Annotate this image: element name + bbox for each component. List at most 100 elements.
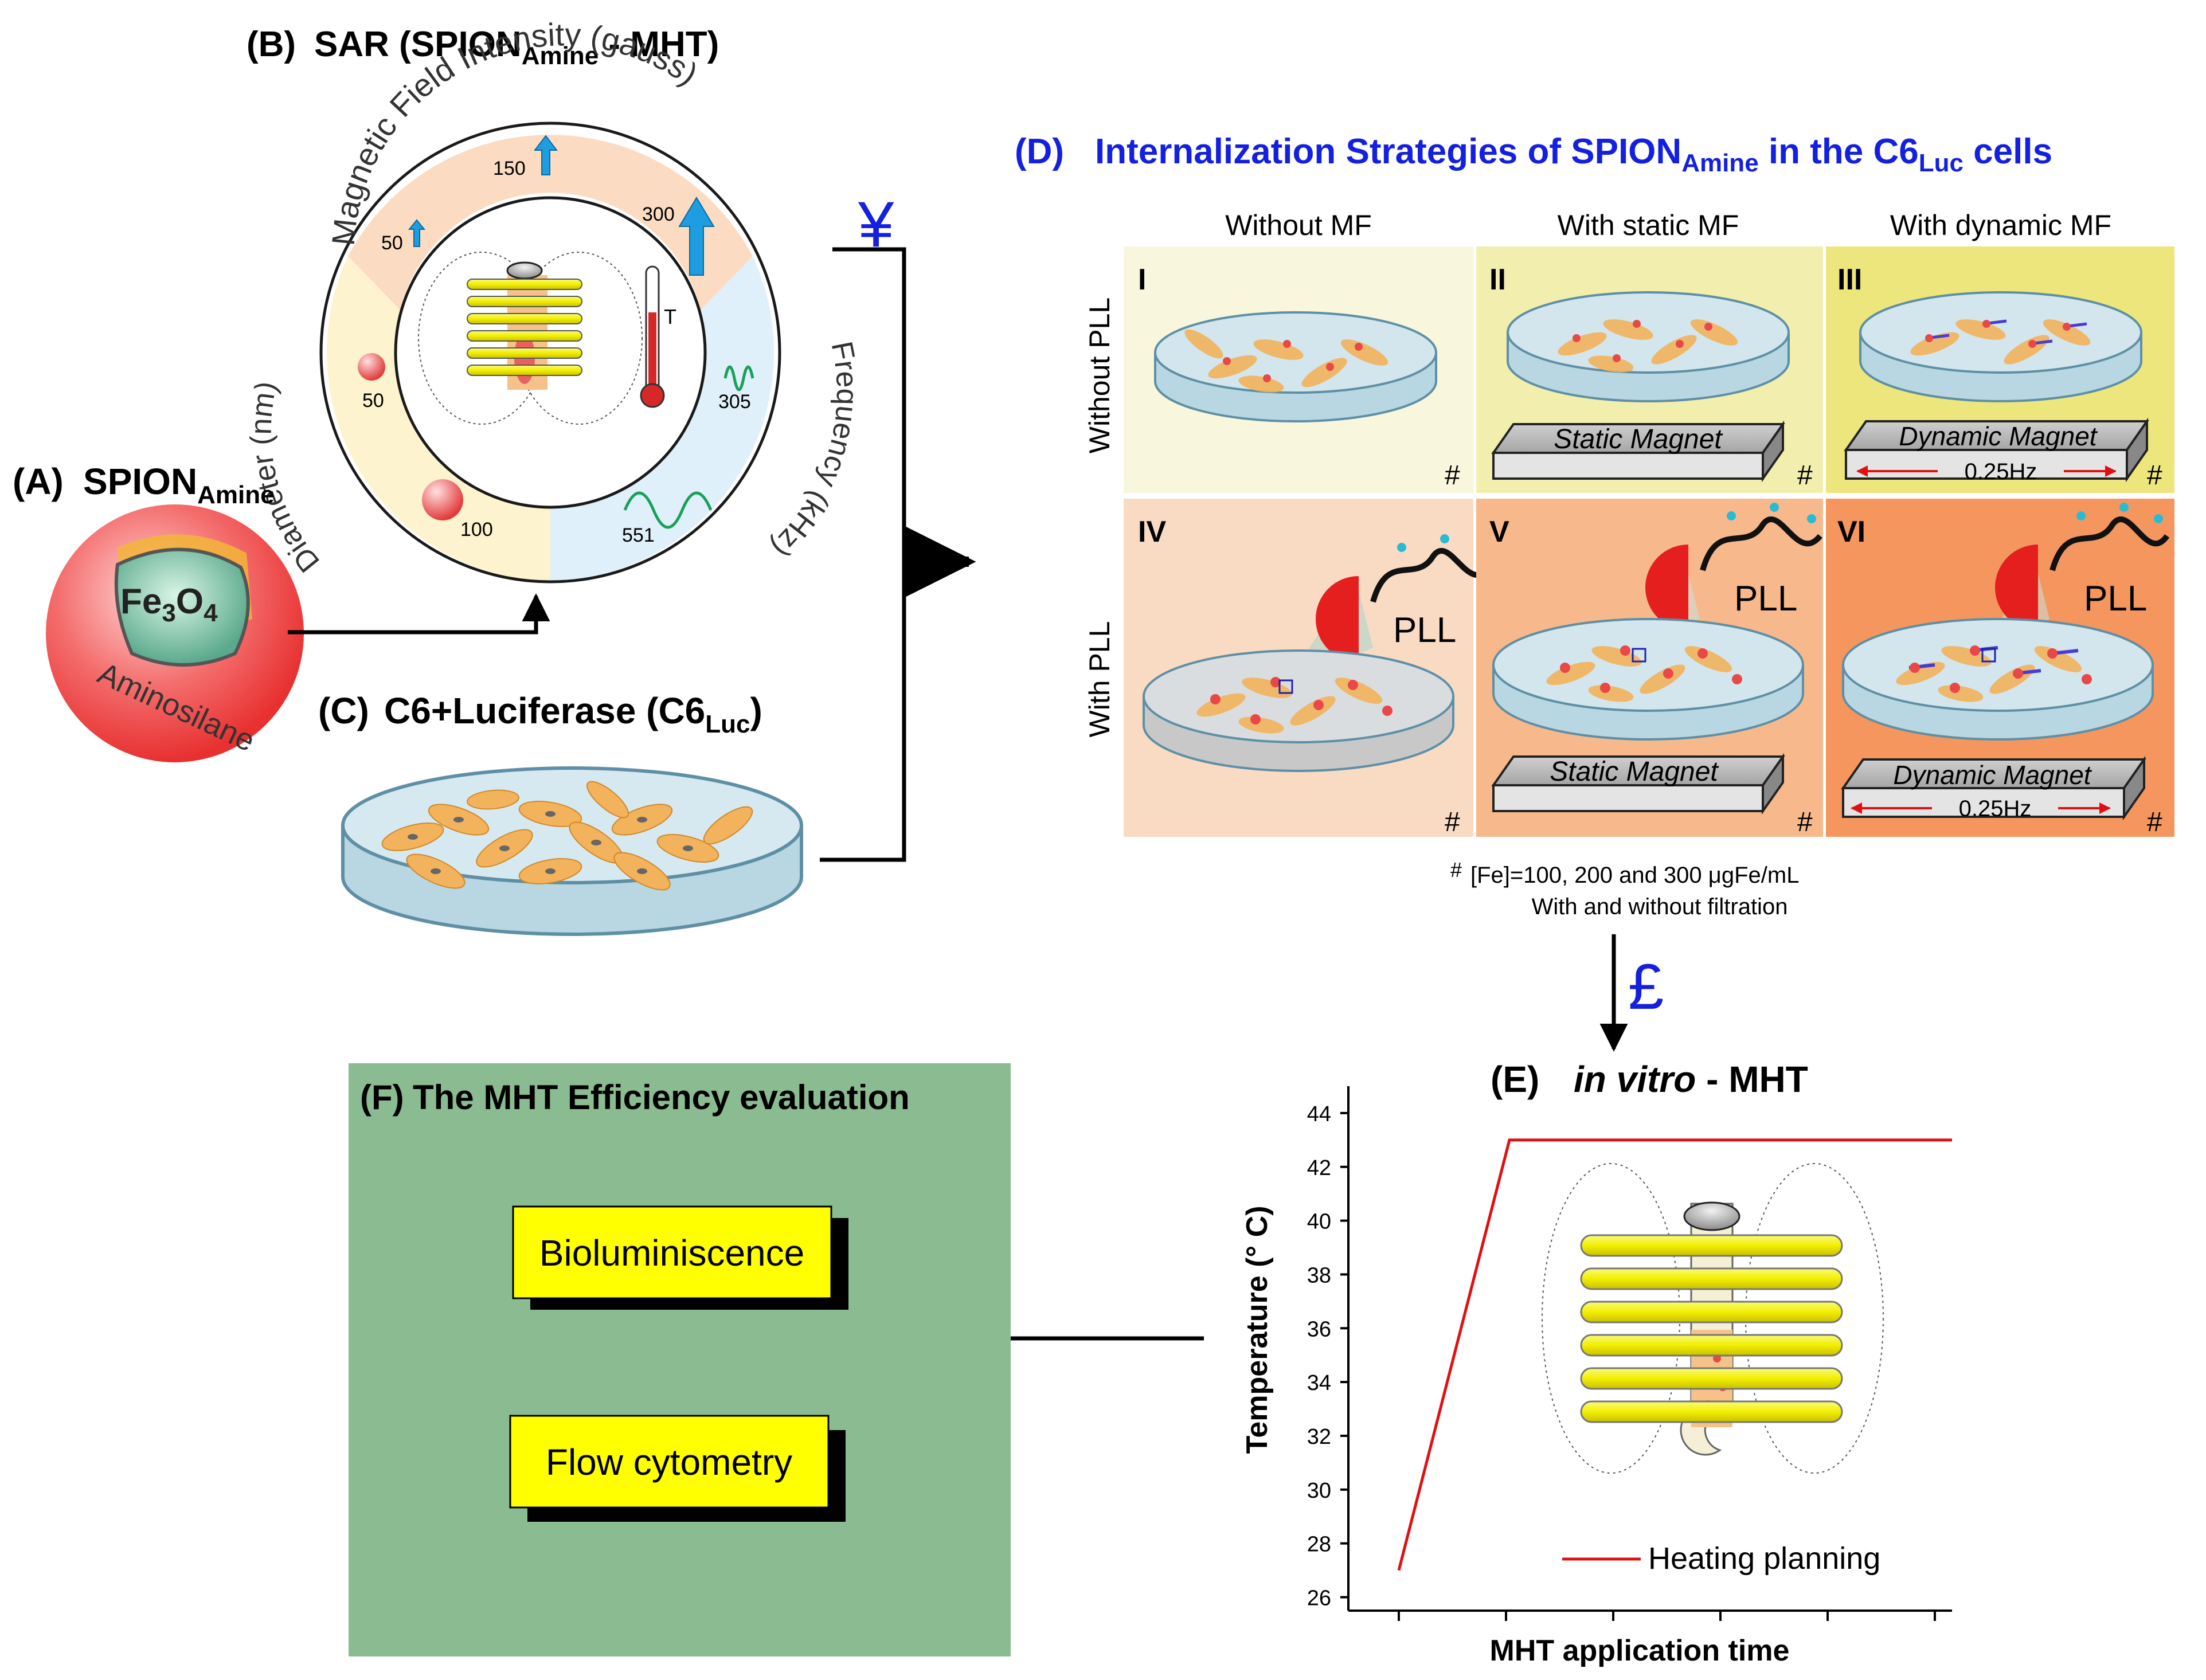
svg-text:PLL: PLL [1393, 610, 1456, 650]
col-header-3: With dynamic MF [1890, 209, 2111, 241]
series-heating-planning-line [1397, 1138, 1952, 1571]
strategy-panel-iii: III Dynamic Magnet 0.25Hz # [1826, 246, 2174, 493]
panel-d-title: Internalization Strategies of SPION [1095, 132, 1681, 171]
y-tick-label: 38 [1307, 1263, 1331, 1287]
diameter-value-100: 100 [460, 519, 493, 541]
strategy-panel-vi: VI PLL Dynamic Magnet 0.2 [1826, 499, 2174, 837]
svg-text:II: II [1489, 263, 1506, 296]
panel-b: (B) SAR (SPIONAmine - MHT) Magnetic Fiel… [245, 16, 863, 584]
y-tick-label: 42 [1307, 1156, 1331, 1180]
svg-text:V: V [1489, 515, 1509, 549]
svg-text:#: # [1797, 807, 1813, 837]
panel-d: (D) Internalization Strategies of SPIONA… [1015, 132, 2174, 919]
footnote-mark: # [1450, 858, 1462, 882]
svg-text:#: # [2147, 807, 2162, 837]
panel-d-label: (D) [1015, 132, 1064, 171]
legend-heating-planning: Heating planning [1648, 1541, 1880, 1576]
thermometer-icon: T [640, 265, 676, 408]
sine-wave-icon [623, 491, 713, 529]
connector-d-to-e: £ [1599, 934, 1664, 1052]
sine-wave-icon [723, 365, 754, 391]
y-tick-label: 40 [1307, 1210, 1331, 1234]
panel-a: (A) SPIONAmine Fe3O4 Aminosilane [13, 461, 304, 762]
panel-e-label: (E) [1491, 1059, 1539, 1100]
pound-symbol: £ [1628, 951, 1664, 1023]
y-tick-label: 36 [1307, 1317, 1331, 1341]
y-tick-label: 30 [1307, 1479, 1331, 1503]
petri-dish-icon [341, 766, 803, 936]
magnetic-coil-icon [418, 252, 643, 425]
y-tick-label: 32 [1307, 1425, 1331, 1449]
panel-a-title: SPION [83, 461, 197, 502]
panel-a-label: (A) [13, 461, 64, 502]
panel-e-title: in vitro [1574, 1059, 1696, 1100]
bioluminiscence-box [512, 1205, 832, 1299]
col-header-2: With static MF [1558, 209, 1739, 241]
svg-text:#: # [2147, 460, 2162, 491]
field-value-150: 150 [493, 158, 526, 179]
svg-text:#: # [1445, 460, 1460, 491]
strategy-panel-v: V PLL Static Magnet # [1476, 499, 1823, 837]
flow-cytometry-box [509, 1415, 830, 1509]
panel-c-title: C6+Luciferase (C6 [384, 690, 705, 731]
field-value-50: 50 [381, 232, 403, 254]
chart-area: 26 28 30 32 34 36 38 40 42 44 [1241, 1086, 1952, 1667]
svg-text:IV: IV [1138, 515, 1166, 549]
col-header-1: Without MF [1225, 209, 1372, 241]
svg-text:in vitro - MHT: in vitro - MHT [1574, 1059, 1808, 1100]
strategy-panel-iv: IV PLL # [1124, 499, 1509, 837]
frequency-value-305: 305 [718, 391, 751, 413]
svg-text:Dynamic Magnet: Dynamic Magnet [1899, 421, 2098, 451]
core-label: Fe [120, 582, 162, 621]
svg-text:SPIONAmine: SPIONAmine [83, 461, 275, 509]
svg-text:#: # [1445, 807, 1460, 837]
nanoparticle-icon [358, 353, 385, 381]
panel-f: (F) The MHT Efficiency evaluation Biolum… [349, 1063, 1011, 1656]
x-axis-label: MHT application time [1490, 1634, 1790, 1667]
svg-text:Internalization Strategies of: Internalization Strategies of SPIONAmine… [1095, 132, 2052, 177]
field-arrow-icon [533, 135, 558, 175]
panel-c: (C) C6+Luciferase (C6Luc) [318, 690, 803, 936]
svg-text:VI: VI [1837, 515, 1865, 549]
panel-f-title: The MHT Efficiency evaluation [413, 1078, 910, 1117]
svg-text:I: I [1138, 263, 1146, 296]
svg-text:Dynamic Magnet: Dynamic Magnet [1893, 760, 2092, 790]
y-axis-ticks: 26 28 30 32 34 36 38 40 42 44 [1307, 1102, 1348, 1611]
panel-e: (E) in vitro - MHT 26 28 30 32 34 36 38 40 42 44 [1241, 1059, 1952, 1667]
footnote-filtration: With and without filtration [1532, 894, 1788, 919]
y-tick-label: 26 [1307, 1587, 1331, 1611]
panel-b-title: SAR (SPION [314, 25, 522, 64]
bioluminiscence-label: Bioluminiscence [539, 1232, 804, 1274]
thermometer-label: T [664, 305, 676, 328]
strategy-panel-ii: II Static Magnet # [1476, 246, 1823, 493]
y-tick-label: 34 [1307, 1371, 1331, 1395]
field-value-300: 300 [642, 203, 675, 225]
y-tick-label: 44 [1307, 1102, 1331, 1126]
field-arrow-icon [678, 197, 715, 276]
svg-text:III: III [1837, 263, 1862, 296]
svg-text:0.25Hz: 0.25Hz [1965, 459, 2037, 484]
svg-text:C6+Luciferase (C6Luc): C6+Luciferase (C6Luc) [384, 690, 762, 738]
svg-text:#: # [1797, 460, 1813, 491]
footnote-concentration: [Fe]=100, 200 and 300 μgFe/mL [1470, 863, 1799, 888]
panel-f-label: (F) [360, 1078, 404, 1117]
magnetic-coil-icon [1542, 1163, 1884, 1474]
row-header-1: Without PLL [1084, 297, 1116, 453]
y-axis-label: Temperature (° C) [1241, 1205, 1274, 1454]
diameter-value-50: 50 [362, 390, 384, 412]
field-arrow-icon [408, 219, 426, 247]
svg-text:SAR (SPIONAmine - MHT): SAR (SPIONAmine - MHT) [314, 25, 719, 70]
svg-text:PLL: PLL [1734, 579, 1797, 618]
y-tick-label: 28 [1307, 1533, 1331, 1557]
svg-text:0.25Hz: 0.25Hz [1959, 796, 2032, 821]
x-axis-ticks [1398, 1611, 1936, 1621]
nanoparticle-icon [422, 479, 463, 520]
strategy-panel-i: I # [1124, 246, 1473, 493]
svg-text:PLL: PLL [2084, 579, 2147, 618]
flow-cytometry-label: Flow cytometry [546, 1442, 792, 1483]
row-header-2: With PLL [1084, 621, 1116, 738]
svg-text:Fe3O4: Fe3O4 [120, 582, 218, 627]
connector-a-to-b [288, 593, 550, 635]
panel-c-label: (C) [318, 690, 369, 731]
